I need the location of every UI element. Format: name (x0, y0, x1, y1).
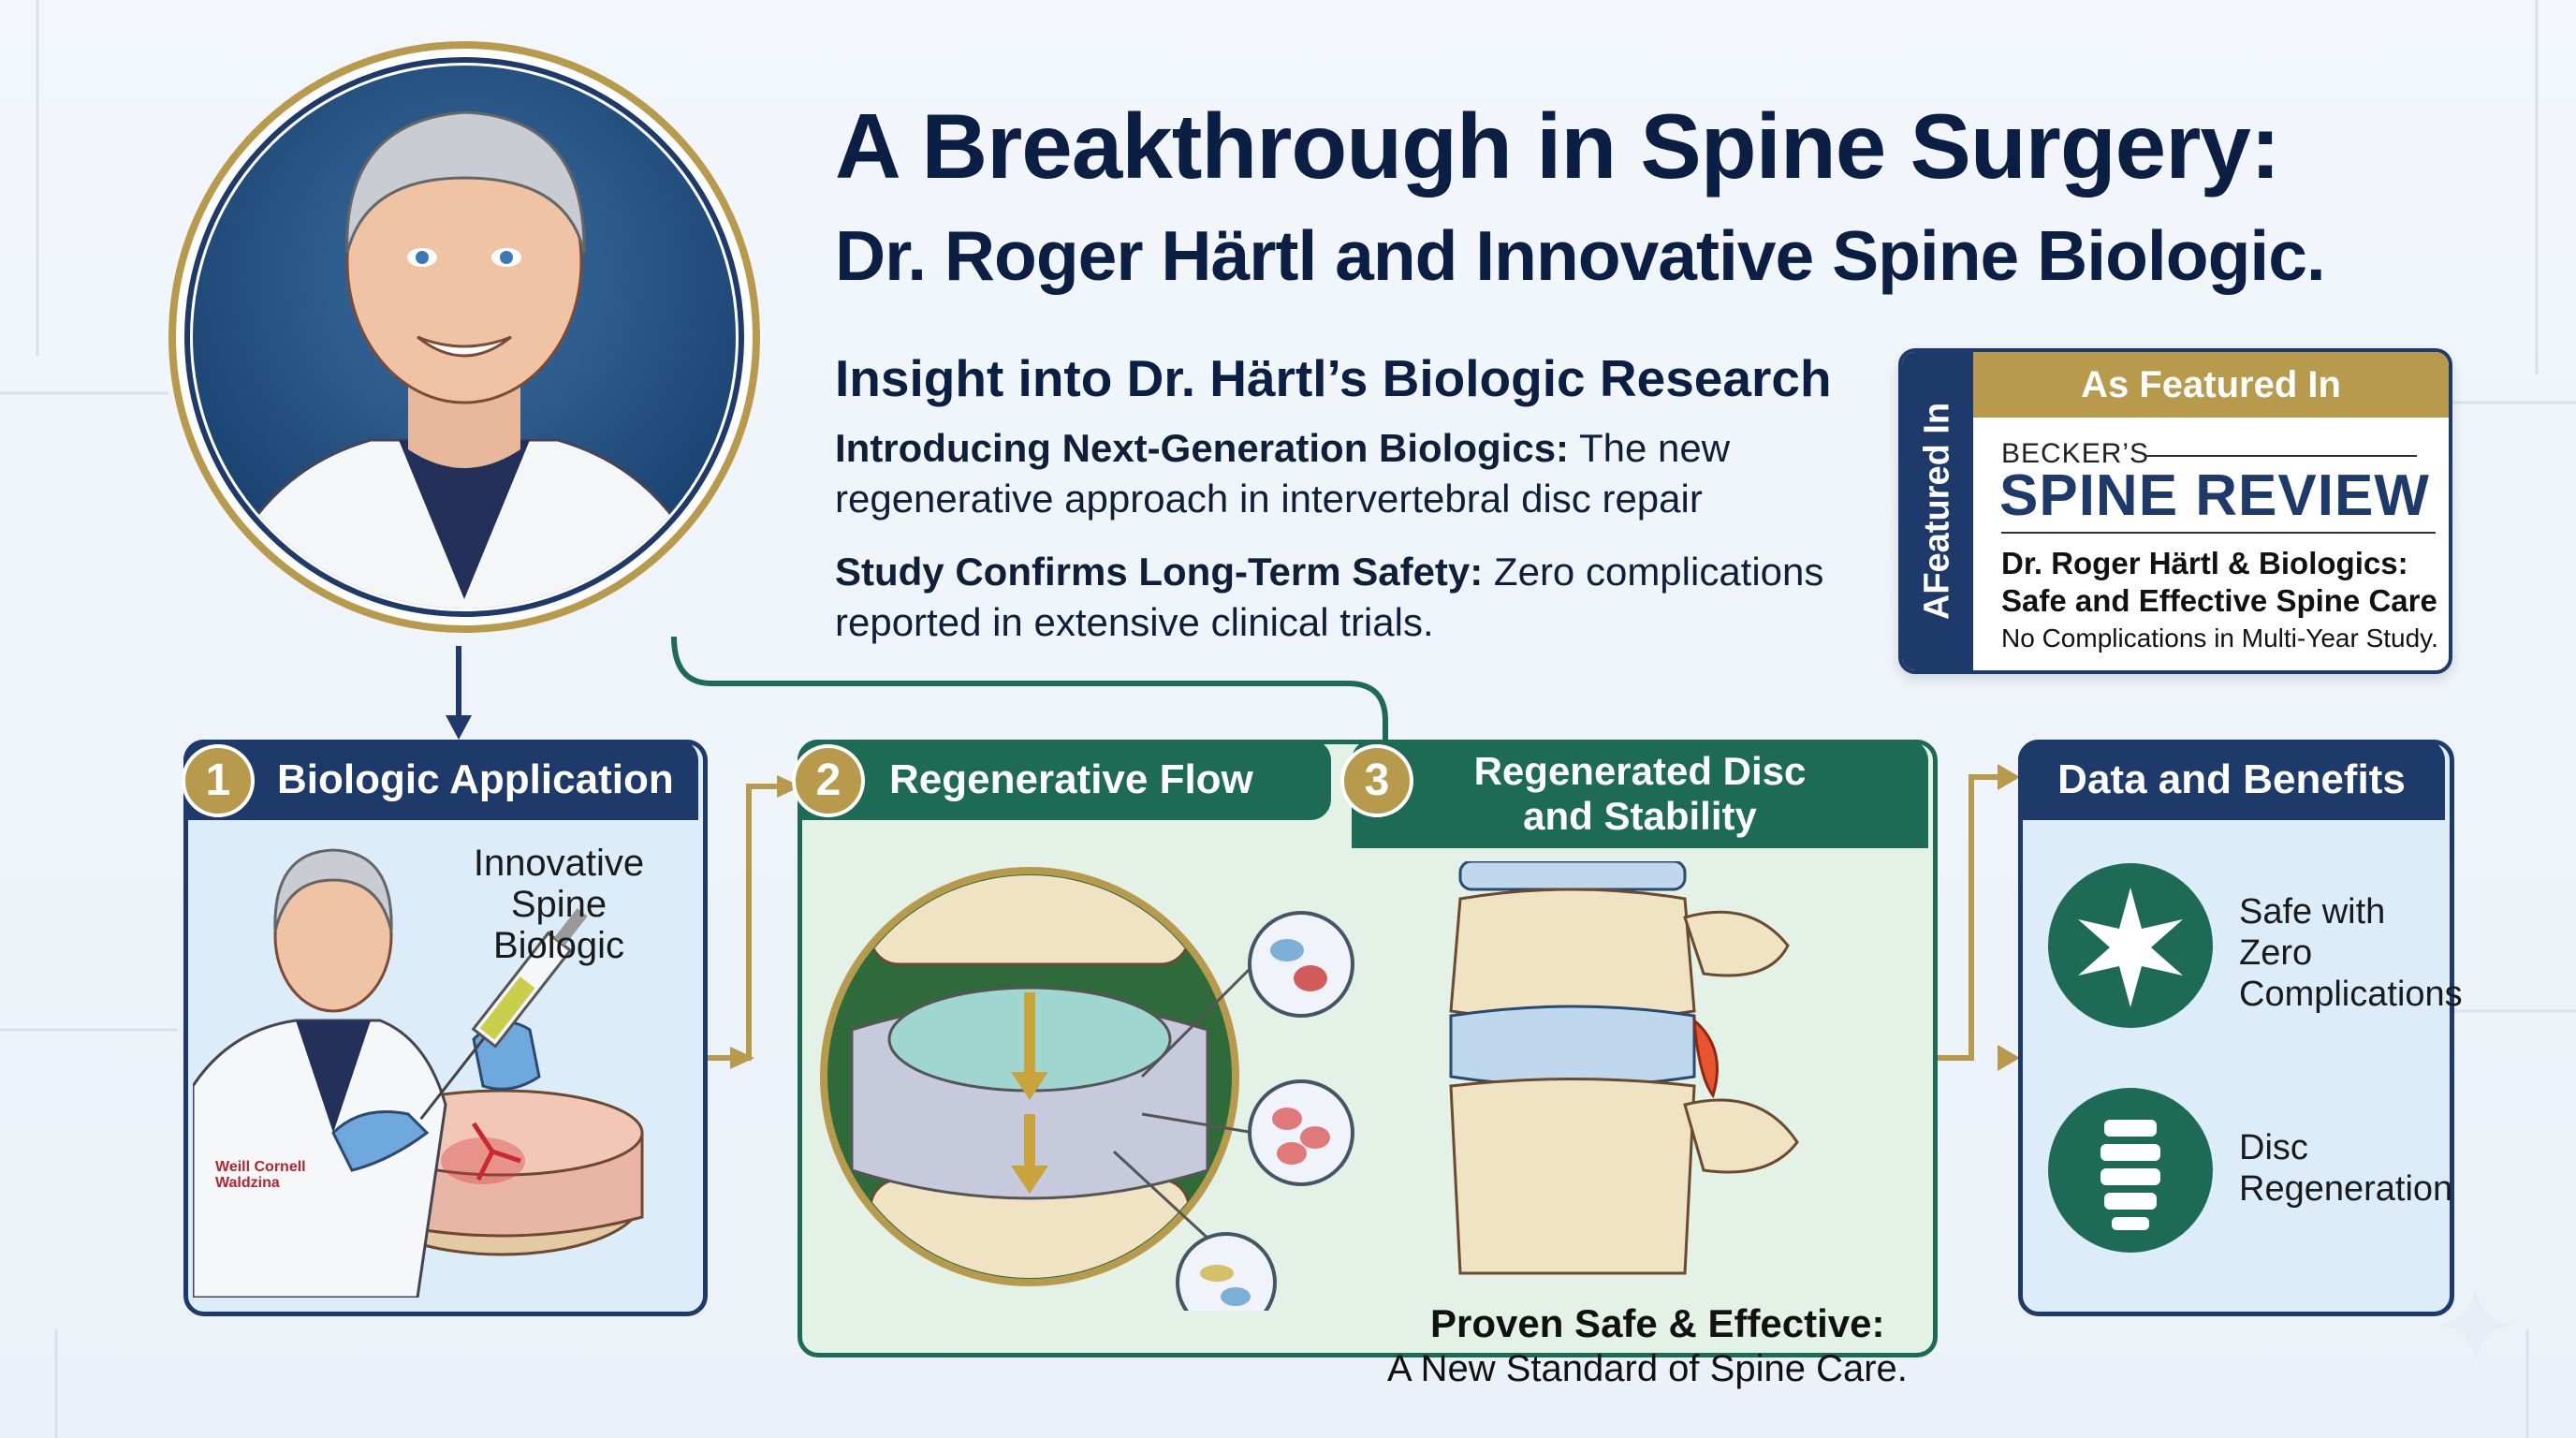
insight-bullet-2: Study Confirms Long-Term Safety: Zero co… (835, 547, 1883, 648)
featured-top-label: As Featured In (1973, 352, 2449, 418)
page-subtitle: Dr. Roger Härtl and Innovative Spine Bio… (835, 216, 2326, 295)
proven-text: A New Standard of Spine Care. (1387, 1348, 1908, 1389)
spine-icon (2048, 1088, 2213, 1253)
regenerated-disc-illustration (1449, 861, 1799, 1275)
step-1-header: 1 Biologic Application (182, 740, 698, 820)
regenerative-flow-illustration (820, 867, 1354, 1311)
benefit-regeneration-line-2: Regeneration (2239, 1169, 2453, 1209)
step-3-header: 3 Regenerated Disc and Stability (1340, 740, 1928, 848)
doctor-portrait (168, 41, 760, 633)
cell-inset-2 (1248, 1079, 1354, 1186)
benefit-safe-line-3: Complications (2239, 975, 2463, 1014)
sparkle-icon (2438, 1287, 2513, 1362)
publication-name: SPINE REVIEW (1999, 463, 2430, 528)
benefit-safe-line-1: Safe with (2239, 892, 2386, 932)
page-title: A Breakthrough in Spine Surgery: (835, 95, 2280, 198)
step-3-label-line-1: Regenerated Disc (1473, 749, 1807, 793)
step-2-header: 2 Regenerative Flow (792, 740, 1331, 820)
coat-logo-line-2: Waldzina (215, 1175, 280, 1191)
insight-bullet-1-text: The new regenerative approach in interve… (835, 426, 1731, 521)
coat-logo: Weill Cornell Waldzina (215, 1159, 306, 1191)
insight-bullet-2-bold: Study Confirms Long-Term Safety: (835, 550, 1484, 594)
biologic-callout-line-3: Biologic (492, 925, 625, 966)
step-2-number: 2 (792, 744, 865, 817)
featured-card: AFeatured In As Featured In BECKER’S SPI… (1898, 348, 2452, 674)
step-4-header: Data and Benefits (2018, 740, 2445, 820)
insight-bullet-2-text: Zero complications reported in extensive… (835, 550, 1824, 644)
surgeon-injection-illustration (193, 848, 644, 1298)
publication-rule-2 (2001, 532, 2436, 534)
insight-bullet-1-bold: Introducing Next-Generation Biologics: (835, 426, 1570, 470)
benefit-regeneration: Disc Regeneration (2239, 1127, 2452, 1210)
step-4-label: Data and Benefits (2057, 756, 2406, 802)
benefit-safe-line-2: Zero (2239, 933, 2313, 973)
insight-bullet-1: Introducing Next-Generation Biologics: T… (835, 423, 1883, 524)
step-3-label-line-2: and Stability (1523, 794, 1757, 838)
biologic-callout: Innovative Spine Biologic (432, 843, 685, 966)
featured-headline: Dr. Roger Härtl & Biologics: Safe and Ef… (2001, 546, 2437, 618)
step-3-label: Regenerated Disc and Stability (1352, 749, 1928, 839)
step-3-number: 3 (1340, 744, 1413, 817)
step-1-number: 1 (182, 744, 255, 817)
step-2-label: Regenerative Flow (889, 756, 1253, 802)
insight-heading: Insight into Dr. Härtl’s Biologic Resear… (835, 349, 1832, 407)
featured-side-label: AFeatured In (1917, 402, 1957, 621)
proven-heading: Proven Safe & Effective: (1430, 1301, 1885, 1345)
star-icon (2048, 863, 2213, 1028)
coat-logo-line-1: Weill Cornell (215, 1159, 306, 1175)
publication-small: BECKER’S (2001, 438, 2150, 469)
biologic-callout-line-1: Innovative (473, 843, 645, 884)
featured-side-bar: AFeatured In (1902, 352, 1973, 670)
biologic-callout-line-2: Spine (510, 884, 607, 925)
featured-subline: No Complications in Multi-Year Study. (2001, 624, 2438, 653)
step-1-label: Biologic Application (277, 756, 674, 802)
benefit-regeneration-line-1: Disc (2239, 1128, 2308, 1167)
benefit-safe: Safe with Zero Complications (2239, 891, 2463, 1015)
cell-inset-1 (1248, 911, 1354, 1018)
publication-rule (2145, 455, 2417, 457)
